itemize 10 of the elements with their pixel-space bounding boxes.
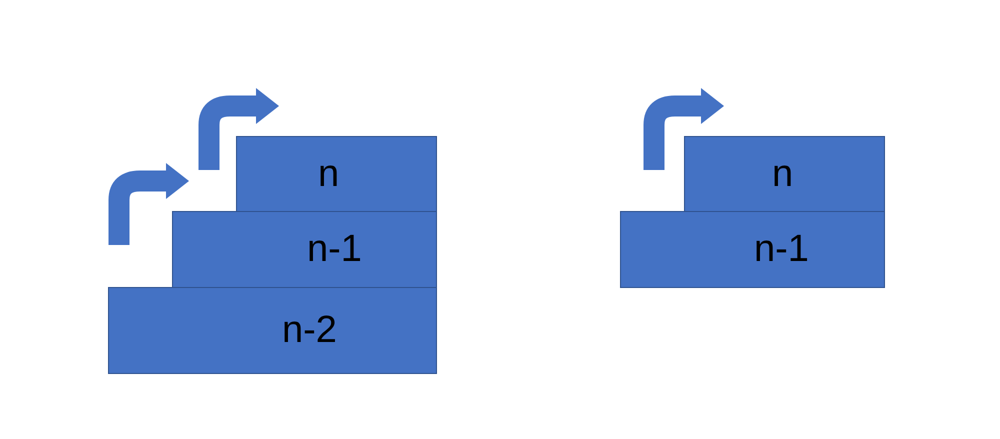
step-block xyxy=(108,287,437,374)
step-label: n-1 xyxy=(753,228,809,271)
step-block xyxy=(172,211,437,288)
step-label: n-1 xyxy=(306,228,362,271)
step-label: n-2 xyxy=(281,309,337,352)
step-label: n xyxy=(317,152,340,196)
step-block xyxy=(620,211,885,288)
step-label: n xyxy=(771,152,794,196)
step-block xyxy=(684,136,885,212)
step-block xyxy=(236,136,437,212)
